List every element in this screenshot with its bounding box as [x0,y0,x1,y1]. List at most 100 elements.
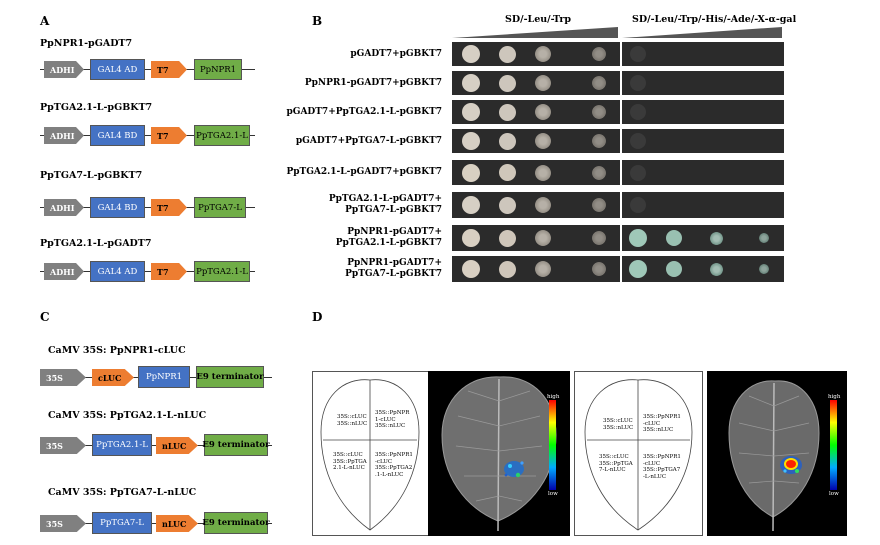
yeast-colony-spot [535,46,551,62]
leaf-luminescence-image [728,380,820,532]
35s-promoter-arrow: 35S [40,515,86,532]
gene-box: PpTGA2.1-L [92,434,152,456]
yeast-colony-spot [462,260,480,278]
yeast-colony-spot [535,197,551,213]
strain-label: PpNPR1-pGADT7+ PpTGA2.1-L-pGBKT7 [335,227,442,248]
strain-label: PpTGA2.1-L-pGADT7+ PpTGA7-L-pGBKT7 [328,194,442,215]
vector-backbone-line [40,271,255,272]
luc-image-1 [428,371,570,536]
strain-label: PpNPR1-pGADT7+pGBKT7 [304,77,442,88]
gal4-domain-box: GAL4 AD [90,59,145,80]
strain-label: pGADT7+PpTGA2.1-L-pGBKT7 [286,106,442,117]
yeast-colony-spot [592,262,606,276]
terminator-box: E9 terminator [202,434,270,456]
leaf-luminescence-image [441,376,557,532]
yeast-colony-spot [535,164,551,181]
yeast-plate-strip-right [622,225,784,251]
construct-title: CaMV 35S: PpTGA2.1-L-nLUC [48,410,207,421]
adhi-promoter-arrow: ADHI [44,199,84,216]
construct-title: PpTGA2.1-L-pGADT7 [40,238,152,249]
scale-high-label: high [828,394,841,400]
leaf-diagram-2: 35S::cLUC 35S::nLUC 35S::PpNPR1 -cLUC 35… [574,371,703,536]
yeast-plate-strip-right [622,256,784,282]
strain-label: pGADT7+pGBKT7 [350,48,442,59]
yeast-colony-spot-blue [709,262,723,276]
dilution-wedge-right [622,27,782,38]
35s-promoter-arrow: 35S [40,369,86,386]
yeast-faint-spot [630,197,646,213]
gene-box: PpTGA2.1-L [194,125,250,146]
color-scale-bar [549,400,556,490]
yeast-colony-spot [462,103,480,121]
yeast-plate-strip-right [622,42,784,66]
leaf-diagram-1: 35S::cLUC 35S::nLUC 35S::PpNPR 1-cLUC 35… [312,371,429,536]
yeast-faint-spot [630,133,646,149]
yeast-colony-spot [498,196,516,214]
yeast-plate-strip-right [622,100,784,124]
strain-label: PpNPR1-pGADT7+ PpTGA7-L-pGBKT7 [345,258,442,279]
yeast-faint-spot [630,46,646,62]
yeast-colony-spot [592,198,606,212]
medium-label-right: SD/-Leu/-Trp/-His/-Ade/-X-α-gal [632,14,797,25]
panel-letter-b: B [312,14,323,28]
yeast-colony-spot [498,74,516,92]
yeast-colony-spot [462,163,480,182]
yeast-colony-spot-blue [759,264,769,274]
gal4-domain-box: GAL4 BD [90,197,145,218]
terminator-box: E9 terminator [196,366,264,388]
panel-letter-d: D [312,310,323,324]
strain-label: pGADT7+PpTGA7-L-pGBKT7 [295,135,442,146]
dilution-wedge-left [452,27,618,38]
vector-backbone-line [40,135,255,136]
yeast-colony-spot [498,260,516,278]
yeast-colony-spot-blue [709,231,723,245]
yeast-plate-strip-right [622,192,784,218]
gene-box: PpNPR1 [194,59,242,80]
leaf-quadrant-label: 35S::PpNPR1 -cLUC 35S::nLUC [643,414,681,433]
adhi-promoter-arrow: ADHI [44,263,84,280]
t7-tag-arrow: T7 [151,263,187,280]
35s-promoter-arrow: 35S [40,437,86,454]
gene-box: PpTGA2.1-L [194,261,250,282]
construct-title: PpTGA7-L-pGBKT7 [40,170,143,181]
construct-title: PpTGA2.1-L-pGBKT7 [40,102,153,113]
yeast-faint-spot [630,104,646,120]
yeast-colony-spot [498,164,516,181]
leaf-quadrant-label: 35S::cLUC 35S::nLUC [603,418,634,431]
leaf-outline-icon [320,379,420,531]
leaf-quadrant-label: 35S::PpNPR1 -cLUC 35S::PpTGA2 .1-L-nLUC [375,452,413,478]
yeast-colony-spot [498,45,516,63]
yeast-faint-spot [630,75,646,91]
gal4-domain-box: GAL4 BD [90,125,145,146]
yeast-colony-spot-blue [759,233,769,243]
nluc-arrow: nLUC [156,515,198,532]
strain-label: PpTGA2.1-L-pGADT7+pGBKT7 [286,167,442,177]
scale-low-label: low [548,491,558,497]
scale-high-label: high [547,394,560,400]
panel-letter-a: A [40,14,50,28]
leaf-outline-icon [584,379,693,531]
yeast-faint-spot [630,164,646,181]
adhi-promoter-arrow: ADHI [44,127,84,144]
leaf-quadrant-label: 35S::PpNPR1 -cLUC 35S::PpTGA7 -L-nLUC [643,454,681,480]
luc-image-2 [707,371,847,536]
yeast-colony-spot [535,230,551,246]
yeast-colony-spot [592,105,606,119]
gene-box: PpTGA7-L [92,512,152,534]
t7-tag-arrow: T7 [151,127,187,144]
yeast-colony-spot [462,196,480,214]
gene-box: PpNPR1 [138,366,190,388]
leaf-quadrant-label: 35S::cLUC 35S::nLUC [337,414,368,427]
panel-letter-c: C [40,310,50,324]
yeast-colony-spot [592,165,606,180]
construct-title: PpNPR1-pGADT7 [40,38,133,49]
yeast-colony-spot-blue [629,260,647,278]
yeast-colony-spot [498,103,516,121]
yeast-colony-spot [535,133,551,149]
leaf-quadrant-label: 35S::cLUC 35S::PpTGA 2.1-L-nLUC [333,452,367,471]
vector-backbone-line [40,69,255,70]
yeast-colony-spot [535,261,551,277]
terminator-box: E9 terminator [202,512,270,534]
yeast-colony-spot [462,45,480,63]
yeast-colony-spot [462,74,480,92]
